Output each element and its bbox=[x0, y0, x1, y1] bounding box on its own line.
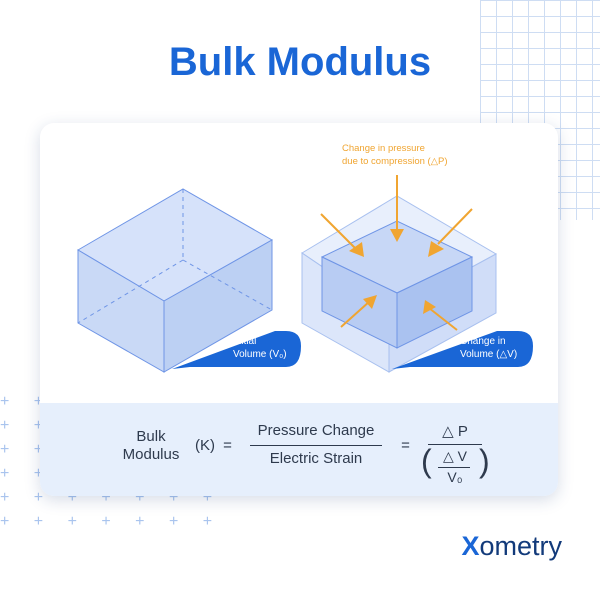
formula-symbol: (K) bbox=[195, 437, 215, 454]
formula-term-line2: Modulus bbox=[122, 446, 180, 463]
compressed-volume-box bbox=[301, 195, 498, 373]
formula-equals: = bbox=[223, 437, 232, 454]
formula-v0: V₀ bbox=[447, 469, 463, 485]
pressure-label-line1: Change in pressure bbox=[342, 143, 425, 154]
logo-x: X bbox=[461, 531, 480, 561]
fraction-line-2 bbox=[428, 444, 482, 445]
initial-volume-box bbox=[77, 188, 274, 373]
formula-delta-p: △ P bbox=[442, 423, 468, 440]
change-label-line2: Volume (△V) bbox=[460, 349, 517, 360]
formula-left-paren: ( bbox=[421, 443, 432, 479]
formula-equals2: = bbox=[401, 437, 410, 454]
change-volume-badge bbox=[392, 331, 533, 369]
formula-delta-v: △ V bbox=[443, 448, 467, 464]
xometry-logo: Xometry bbox=[461, 531, 562, 562]
formula-panel: Bulk Modulus (K) = Pressure Change Elect… bbox=[40, 403, 558, 496]
pressure-arrows bbox=[320, 175, 473, 331]
fraction-line bbox=[250, 445, 382, 446]
formula-denominator: Electric Strain bbox=[269, 450, 363, 467]
logo-text: ometry bbox=[479, 531, 562, 561]
initial-label-line2: Volume (V₀) bbox=[233, 349, 287, 360]
formula-numerator: Pressure Change bbox=[257, 422, 375, 439]
page-title: Bulk Modulus bbox=[168, 40, 432, 84]
change-label-line1: Change in bbox=[460, 336, 506, 347]
diagram-card: Initial Volume (V₀) Change in pressure d… bbox=[40, 123, 558, 496]
pressure-label-line2: due to compression (△P) bbox=[342, 156, 448, 167]
fraction-line-3 bbox=[438, 467, 470, 468]
initial-volume-badge bbox=[172, 331, 301, 369]
formula-term-line1: Bulk bbox=[136, 428, 166, 445]
diagram-svg: Initial Volume (V₀) Change in pressure d… bbox=[77, 143, 533, 373]
initial-label-line1: Initial bbox=[233, 336, 256, 347]
formula-right-paren: ) bbox=[479, 443, 490, 479]
